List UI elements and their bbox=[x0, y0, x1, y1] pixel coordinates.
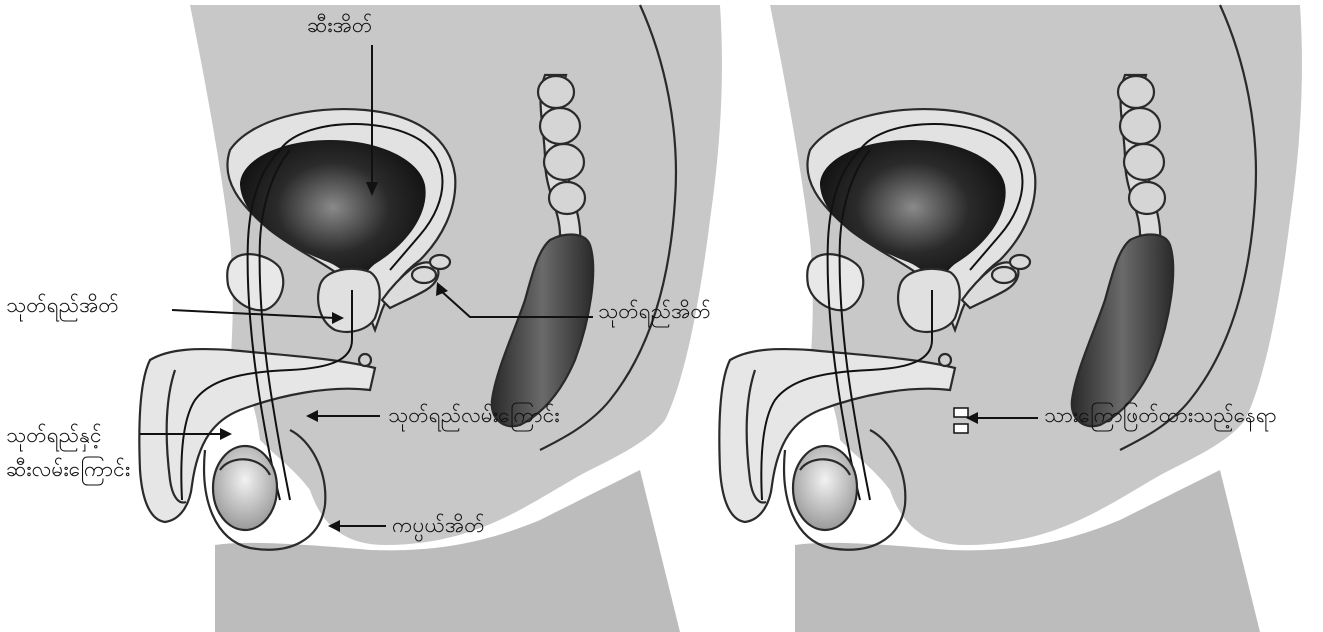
label-prostate: သုတ်ရည်အိတ် bbox=[6, 292, 119, 322]
label-bladder: ဆီးအိတ် bbox=[307, 12, 372, 37]
cut-mark-upper bbox=[954, 408, 968, 417]
label-urethra-line1: သုတ်ရည်နှင့် bbox=[6, 422, 102, 453]
right-anatomy-panel bbox=[705, 5, 1302, 632]
cut-mark-lower bbox=[954, 424, 968, 433]
label-urethra-line2: ဆီးလမ်းကြောင်း bbox=[6, 455, 130, 486]
